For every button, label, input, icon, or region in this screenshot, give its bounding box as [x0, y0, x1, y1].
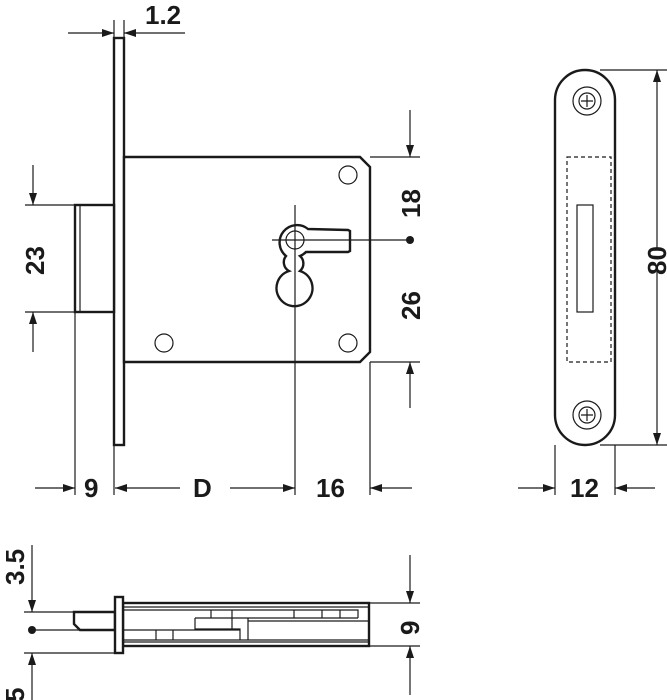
- dim-label: 1.2: [145, 0, 181, 30]
- dim-bolt-height: 23: [20, 165, 75, 352]
- screw-hole: [154, 333, 174, 353]
- dim-label: 80: [642, 246, 667, 275]
- dim-faceplate-thickness: 1.2: [68, 0, 185, 38]
- front-view: [73, 36, 414, 495]
- bolt: [72, 610, 117, 632]
- dim-horizontal-front: 9 D 16: [35, 312, 412, 503]
- faceplate: [112, 36, 126, 447]
- center-dot: [28, 626, 36, 634]
- bolt: [73, 203, 116, 314]
- dim-label: 23: [20, 246, 50, 275]
- faceplate: [113, 595, 125, 655]
- bolt-slot: [576, 204, 594, 313]
- dim-label: 26: [396, 291, 426, 320]
- screw-hole: [572, 86, 602, 116]
- dim-keyhole-vertical: 18 26: [370, 110, 426, 408]
- side-view: [28, 595, 371, 655]
- dim-label: 9: [84, 473, 98, 503]
- lock-body: [122, 155, 372, 364]
- dim-label: 9: [395, 621, 425, 635]
- dim-label: 12: [570, 473, 599, 503]
- strike-plate: [553, 68, 617, 447]
- dim-strike-width: 12: [518, 445, 655, 503]
- dim-label: 16: [316, 473, 345, 503]
- dim-label: D: [193, 473, 212, 503]
- dim-label: 3.5: [0, 549, 30, 585]
- dim-strike-height: 80: [600, 69, 667, 446]
- screw-hole: [338, 165, 358, 185]
- screw-hole: [572, 400, 602, 430]
- dim-side-left: 3.5 5: [0, 545, 115, 700]
- dim-lock-thickness: 9: [369, 555, 425, 695]
- dim-label: 18: [396, 189, 426, 218]
- screw-hole: [338, 333, 358, 353]
- dim-label: 5: [0, 688, 30, 700]
- center-dot: [406, 236, 414, 244]
